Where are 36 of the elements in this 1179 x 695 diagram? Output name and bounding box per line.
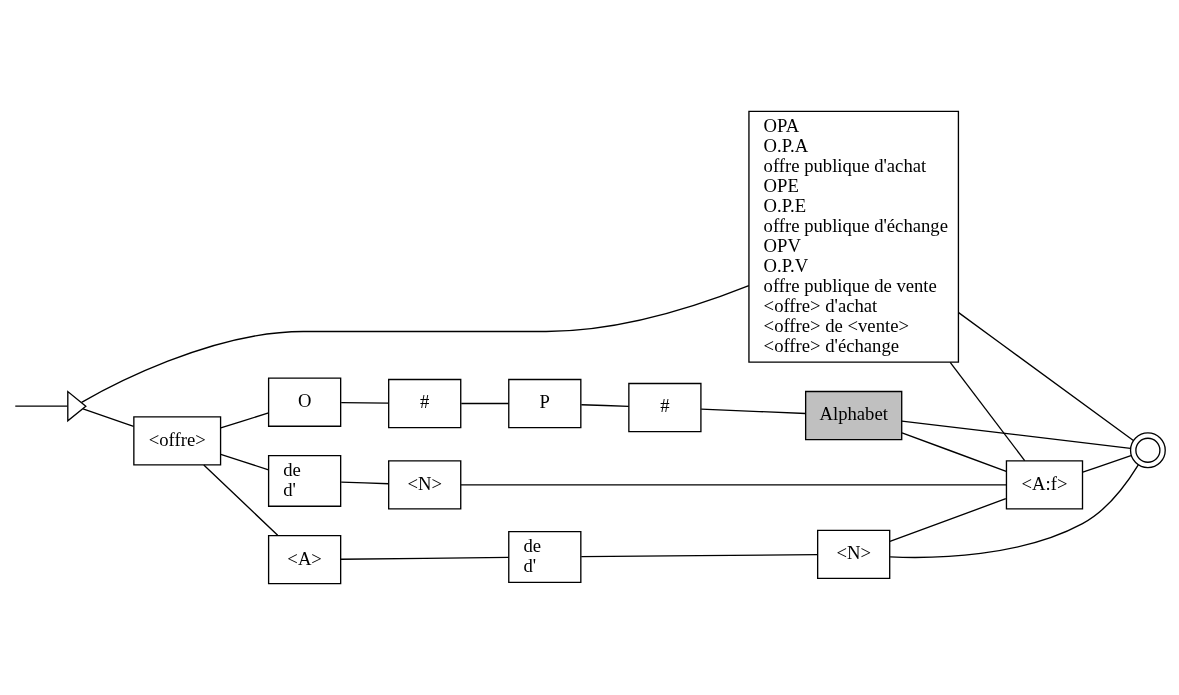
connector [889, 498, 1007, 543]
node-box: O [267, 377, 342, 427]
connector [580, 553, 819, 558]
connector [340, 556, 510, 560]
connector [203, 464, 279, 536]
node-box: de d' [508, 530, 582, 583]
connector [1082, 454, 1132, 473]
connector [580, 404, 630, 407]
node-box: P [508, 378, 582, 429]
node-box: de d' [267, 454, 342, 507]
node-circle [1129, 432, 1166, 469]
node-box: # [388, 378, 462, 429]
connector [80, 284, 750, 404]
connector [340, 401, 390, 404]
connector [957, 311, 1135, 442]
node-box: Alphabet [805, 390, 903, 441]
node-box: <N> [817, 529, 891, 579]
connector [220, 453, 270, 471]
node-box: <offre> [133, 416, 222, 466]
connector [460, 402, 510, 405]
connector [340, 481, 390, 485]
node-box: <A> [267, 534, 342, 585]
node-box: # [628, 382, 702, 433]
node-box: OPA O.P.A offre publique d'achat OPE O.P.E offre publique d'échange OPV O.P.V offre publique de vente <offre> d'achat <offre> de <vente> <offre> d'échange [748, 110, 960, 363]
connector [460, 484, 1007, 486]
connector [889, 464, 1139, 559]
node-box: <N> [388, 460, 462, 510]
connector [901, 432, 1007, 472]
connector [14, 405, 69, 407]
connector [700, 408, 807, 415]
node-triangle [67, 390, 87, 423]
connector [949, 361, 1026, 462]
connector [82, 408, 135, 427]
connector [220, 412, 270, 429]
connector [901, 420, 1132, 449]
node-box: <A:f> [1005, 460, 1084, 510]
